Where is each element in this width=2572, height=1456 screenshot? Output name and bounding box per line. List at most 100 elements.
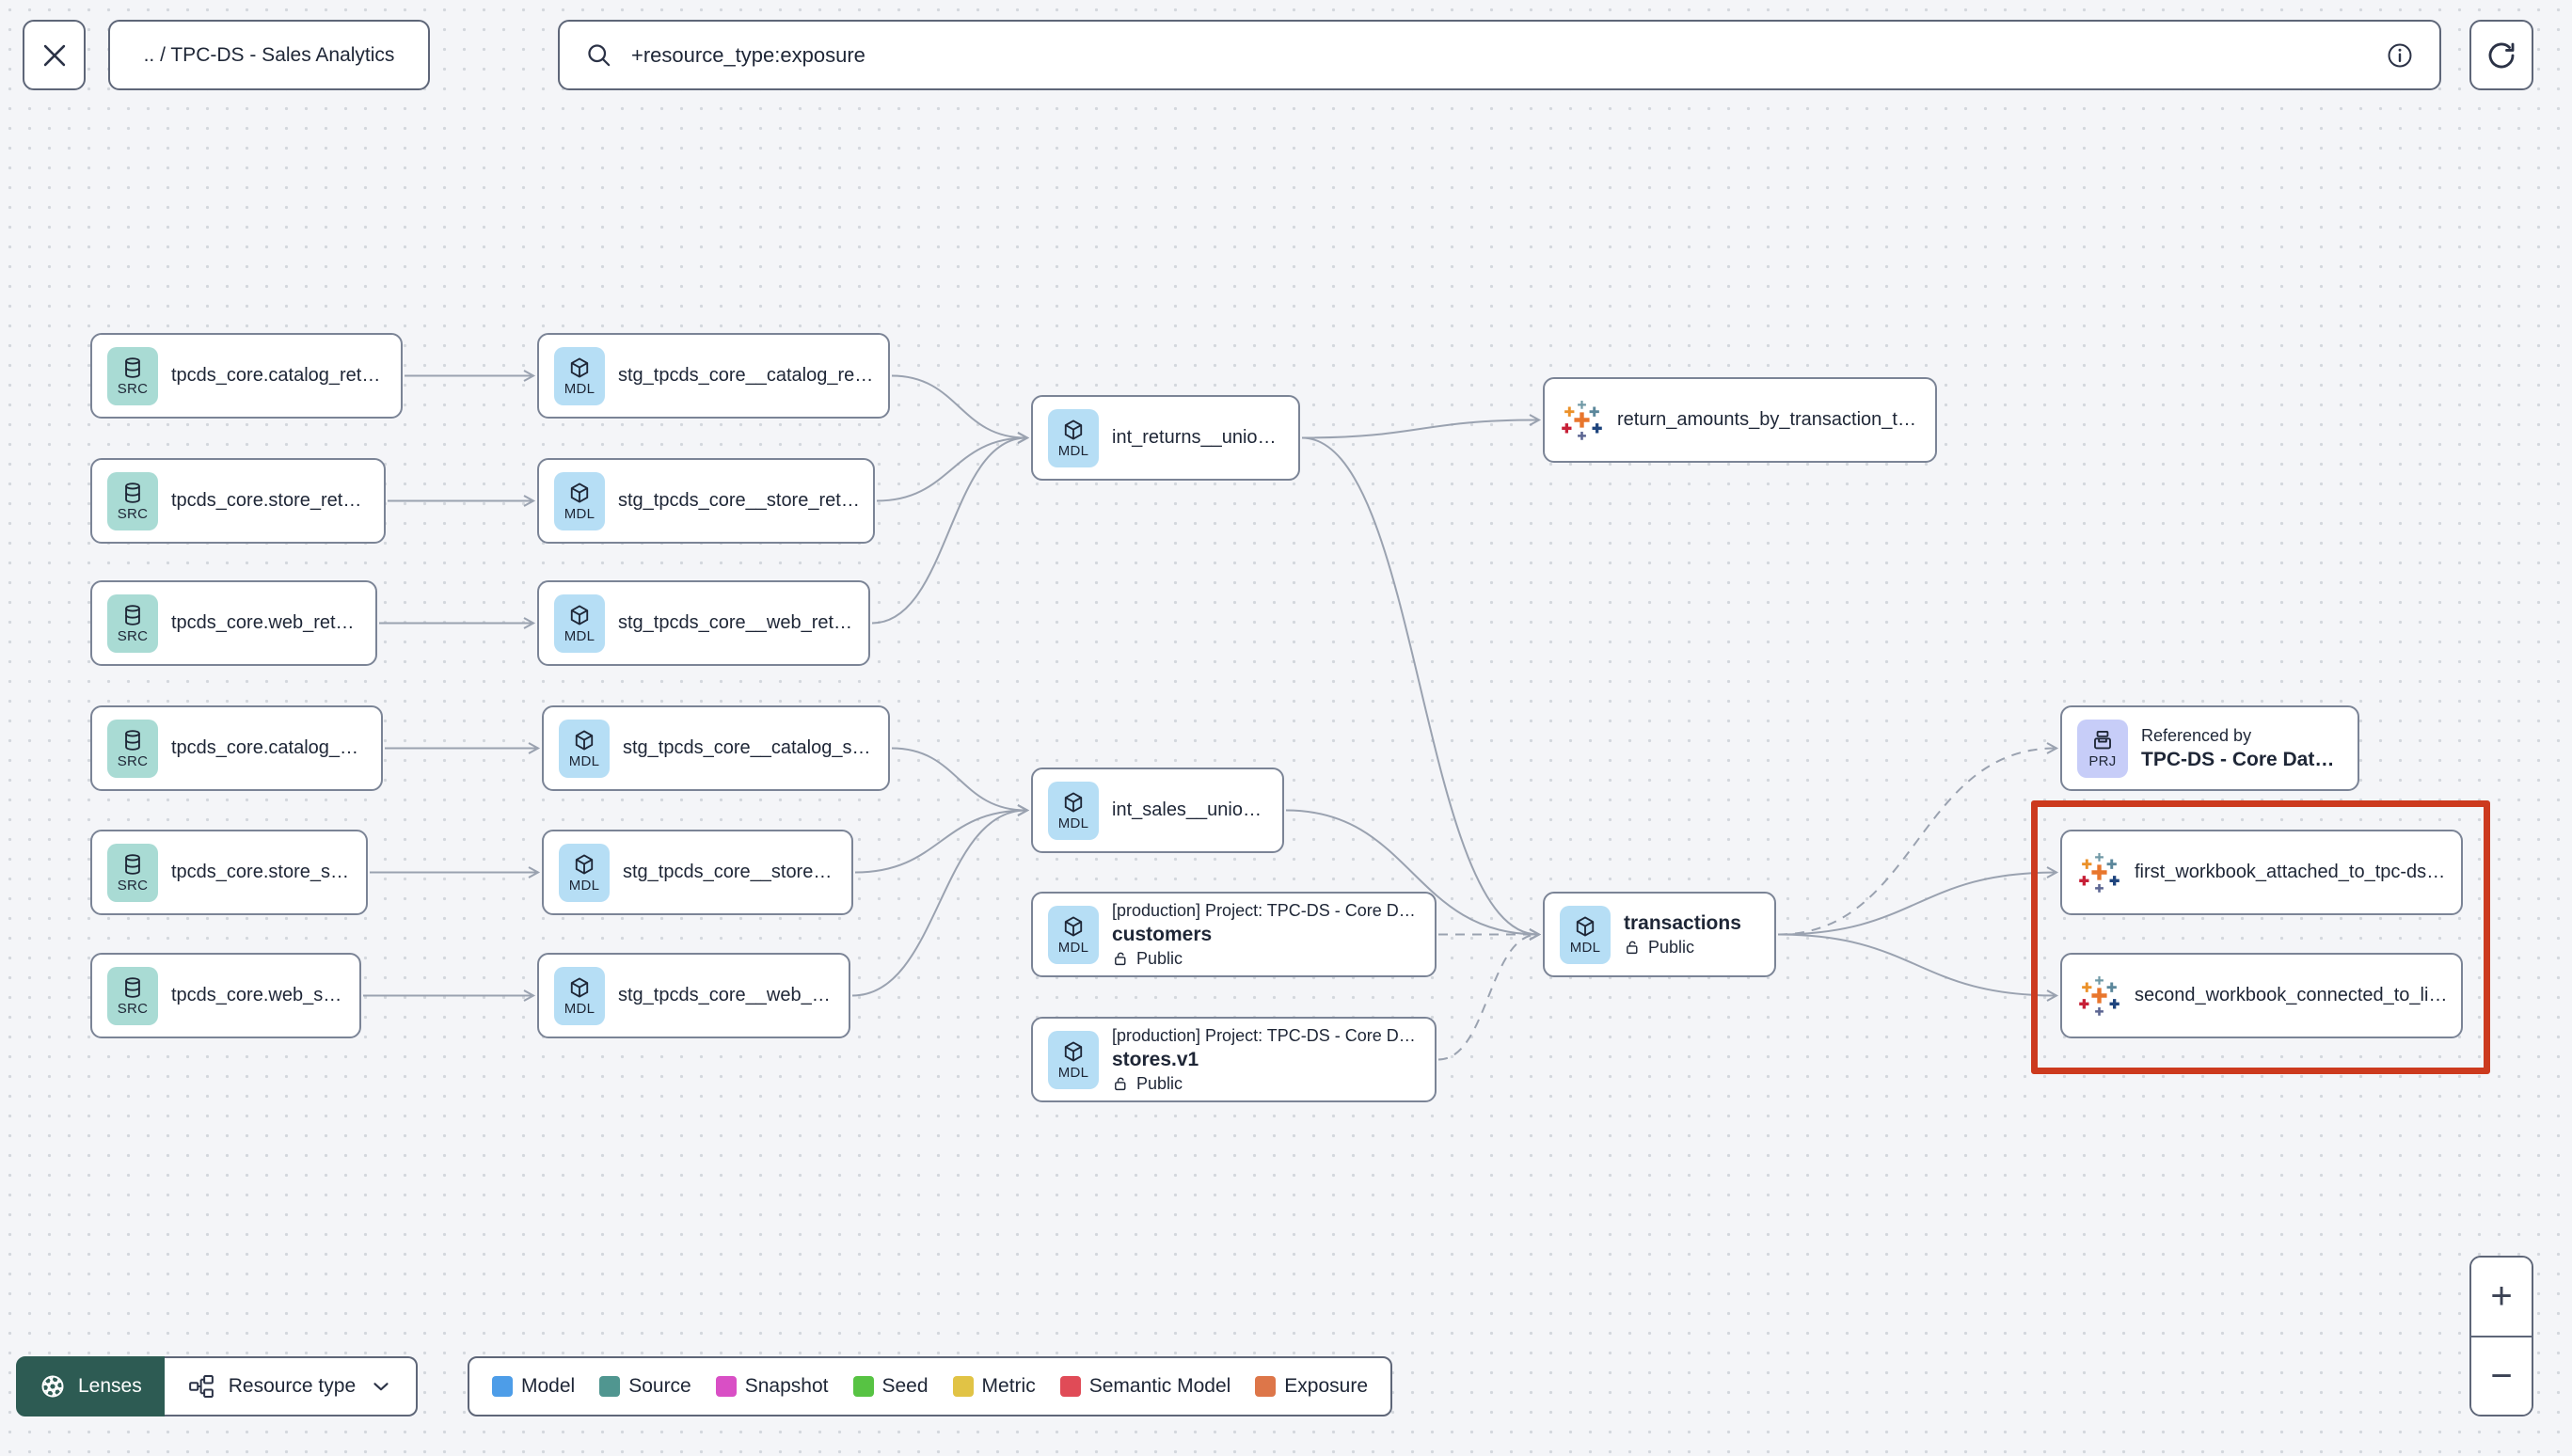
- resource-type-chip: SRC: [107, 966, 158, 1025]
- lens-controls: Lenses Resource type: [16, 1356, 419, 1416]
- edge-stg_catalog_returns-to-int_returns_unioned: [891, 374, 1030, 444]
- node-customers[interactable]: MDL[production] Project: TPC-DS - Core D…: [1031, 892, 1437, 977]
- resource-type-badge: SRC: [117, 505, 149, 522]
- database-icon: [120, 852, 145, 877]
- access-label: Public: [1136, 948, 1183, 968]
- node-stores-v1[interactable]: MDL [production] Project: TPC-DS - Core D…: [1031, 1017, 1437, 1102]
- legend-swatch: [852, 1376, 874, 1397]
- node-label: tpcds_core.catalog_sales: [171, 737, 368, 758]
- resource-type-badge: SRC: [117, 1000, 149, 1017]
- legend-label: Seed: [881, 1375, 929, 1397]
- node-label: tpcds_core.web_sales: [171, 985, 346, 1005]
- resource-type-badge: MDL: [568, 752, 600, 769]
- node-label: stores.v1: [1112, 1048, 1199, 1070]
- resource-type-badge: MDL: [1057, 442, 1089, 459]
- node-src-catalog-returns[interactable]: SRC tpcds_core.catalog_returns: [90, 333, 403, 419]
- breadcrumb-label: .. / TPC-DS - Sales Analytics: [143, 43, 395, 66]
- database-icon: [120, 728, 145, 752]
- legend-label: Source: [628, 1375, 691, 1397]
- node-label: int_returns__unioned: [1112, 427, 1285, 448]
- info-icon[interactable]: [2385, 40, 2415, 71]
- edge-stg_web_sales-to-int_sales_unioned: [851, 804, 1030, 997]
- resource-type-chip: MDL: [554, 966, 605, 1025]
- breadcrumb[interactable]: .. / TPC-DS - Sales Analytics: [108, 20, 430, 90]
- node-label: first_workbook_attached_to_tpc-ds_-_…: [2135, 862, 2448, 882]
- legend-swatch: [1255, 1376, 1277, 1397]
- resource-type-badge: MDL: [564, 505, 595, 522]
- node-label: stg_tpcds_core__web_sales: [618, 985, 835, 1005]
- close-button[interactable]: [23, 20, 86, 90]
- node-src-web-sales[interactable]: SRC tpcds_core.web_sales: [90, 953, 361, 1038]
- node-return-amounts-by-transaction-type[interactable]: return_amounts_by_transaction_type: [1543, 377, 1937, 463]
- node-label: stg_tpcds_core__store_returns: [618, 490, 860, 511]
- node-label: customers: [1112, 923, 1213, 945]
- resource-type-chip: MDL: [554, 471, 605, 530]
- node-context: [production] Project: TPC-DS - Core Data…: [1112, 1025, 1421, 1045]
- node-label: transactions: [1624, 911, 1741, 934]
- node-label: stg_tpcds_core__store_sales: [623, 862, 838, 882]
- node-first-workbook[interactable]: first_workbook_attached_to_tpc-ds_-_…: [2060, 830, 2463, 915]
- cube-icon: [1573, 914, 1597, 939]
- resource-type-badge: MDL: [1057, 1064, 1089, 1081]
- resource-type-chip: MDL: [559, 719, 610, 778]
- search-input[interactable]: [629, 41, 2370, 69]
- node-stg-web-returns[interactable]: MDL stg_tpcds_core__web_returns: [537, 580, 870, 666]
- node-int-returns-unioned[interactable]: MDL int_returns__unioned: [1031, 395, 1300, 481]
- edge-transactions-to-referenced_by: [1777, 742, 2059, 936]
- node-second-workbook[interactable]: second_workbook_connected_to_live…: [2060, 953, 2463, 1038]
- edge-stg_web_returns-to-int_returns_unioned: [871, 432, 1030, 625]
- node-stg-store-returns[interactable]: MDL stg_tpcds_core__store_returns: [537, 458, 875, 544]
- edge-stg_store_sales-to-int_sales_unioned: [854, 804, 1030, 874]
- node-label: tpcds_core.catalog_returns: [171, 365, 388, 386]
- cube-icon: [567, 481, 592, 505]
- resource-type-badge: MDL: [564, 627, 595, 644]
- cube-icon: [1061, 790, 1086, 815]
- resource-type-chip: MDL: [554, 346, 605, 405]
- hierarchy-icon: [188, 1375, 214, 1399]
- access-badge: Public: [1112, 1074, 1421, 1094]
- resource-type-chip: MDL: [559, 843, 610, 902]
- resource-type-badge: MDL: [568, 877, 600, 894]
- legend-item-snapshot: Snapshot: [715, 1375, 829, 1398]
- resource-type-chip: MDL: [554, 593, 605, 653]
- access-badge: Public: [1624, 938, 1741, 957]
- refresh-icon: [2488, 42, 2515, 68]
- lenses-button[interactable]: Lenses: [16, 1356, 165, 1416]
- resource-type-badge: SRC: [117, 380, 149, 397]
- resource-type-chip: SRC: [107, 719, 158, 778]
- node-src-catalog-sales[interactable]: SRC tpcds_core.catalog_sales: [90, 705, 383, 791]
- node-label: TPC-DS - Core Data Models: [2141, 748, 2344, 770]
- refresh-button[interactable]: [2469, 20, 2533, 90]
- cube-icon: [572, 852, 596, 877]
- cube-icon: [572, 728, 596, 752]
- node-label: stg_tpcds_core__web_returns: [618, 612, 855, 633]
- zoom-in-button[interactable]: +: [2471, 1258, 2532, 1336]
- archive-icon: [2090, 728, 2115, 752]
- cube-icon: [567, 356, 592, 380]
- chevron-down-icon: [373, 1383, 389, 1391]
- database-icon: [120, 975, 145, 1000]
- access-label: Public: [1136, 1073, 1183, 1093]
- edge-transactions-to-first_workbook: [1777, 866, 2059, 936]
- resource-type-badge: MDL: [1057, 815, 1089, 831]
- node-stg-store-sales[interactable]: MDL stg_tpcds_core__store_sales: [542, 830, 853, 915]
- zoom-out-button[interactable]: −: [2471, 1337, 2532, 1415]
- resource-type-dropdown[interactable]: Resource type: [164, 1356, 419, 1416]
- database-icon: [120, 481, 145, 505]
- search-icon: [588, 43, 611, 66]
- lock-icon: [1112, 1075, 1130, 1093]
- node-stg-web-sales[interactable]: MDL stg_tpcds_core__web_sales: [537, 953, 850, 1038]
- resource-type-badge: MDL: [1057, 939, 1089, 956]
- tableau-icon: [1560, 398, 1604, 442]
- cube-icon: [1061, 1039, 1086, 1064]
- edge-int_returns_unioned-to-return_amounts_by_transaction_type: [1301, 414, 1542, 439]
